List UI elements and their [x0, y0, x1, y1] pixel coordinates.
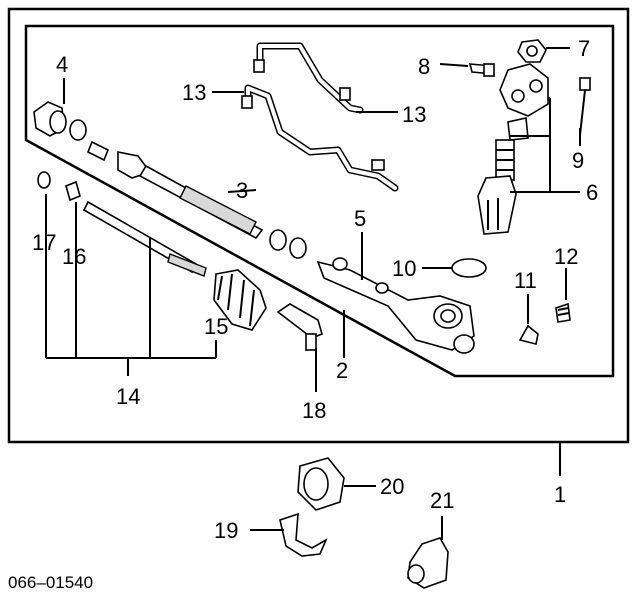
callout-19: 19 — [214, 518, 238, 543]
callout-5: 5 — [354, 206, 366, 231]
callout-6: 6 — [586, 180, 598, 205]
callout-11: 11 — [514, 268, 537, 293]
callout-13-right: 13 — [402, 102, 426, 127]
callout-21: 21 — [430, 488, 454, 513]
outer-frame — [7, 7, 630, 444]
callout-20: 20 — [380, 474, 404, 499]
callout-4: 4 — [56, 52, 68, 77]
callout-9: 9 — [572, 148, 584, 173]
callout-14: 14 — [116, 384, 140, 409]
pipe-lines — [241, 42, 399, 192]
extra-parts — [279, 457, 449, 589]
callout-1: 1 — [554, 482, 566, 507]
callout-13-left: 13 — [182, 80, 206, 105]
callout-15: 15 — [204, 314, 228, 339]
callout-8: 8 — [418, 54, 430, 79]
callout-labels: 4 13 13 8 7 9 6 3 5 10 11 12 17 16 15 2 … — [32, 36, 598, 543]
valve-assembly — [468, 39, 591, 235]
diagram-code: 066–01540 — [8, 573, 93, 592]
rack-parts — [33, 101, 571, 354]
inner-frame — [24, 24, 615, 378]
callout-16: 16 — [62, 244, 86, 269]
callout-12: 12 — [554, 244, 578, 269]
callout-18: 18 — [302, 398, 326, 423]
callout-17: 17 — [32, 230, 56, 255]
tie-rod-parts — [37, 171, 323, 351]
leader-lines — [45, 47, 581, 540]
callout-2: 2 — [336, 358, 348, 383]
callout-3: 3 — [236, 178, 248, 203]
callout-7: 7 — [578, 36, 590, 61]
callout-10: 10 — [392, 256, 416, 281]
